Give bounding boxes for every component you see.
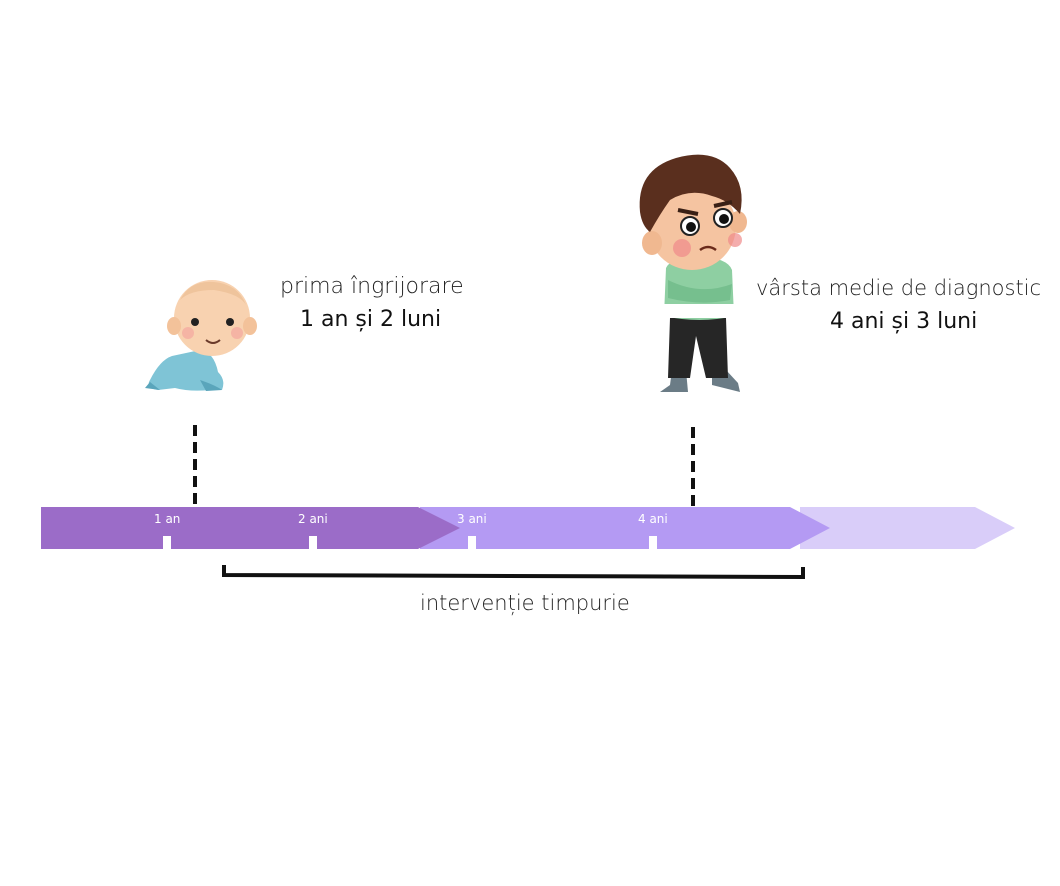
intervention-label: intervenție timpurie (420, 591, 630, 615)
first-concern-label: prima îngrijorare (280, 274, 464, 299)
tick-marker-2 (309, 536, 317, 549)
diagnosis-label: vârsta medie de diagnostic (756, 276, 1042, 300)
diagnosis-value: 4 ani și 3 luni (830, 309, 978, 334)
tick-label-3: 3 ani (457, 512, 487, 526)
timeline-segment-middle (420, 507, 830, 549)
tick-label-2: 2 ani (298, 512, 328, 526)
timeline-segment-early (41, 507, 460, 549)
intervention-bracket (222, 565, 805, 580)
timeline-segment-later (800, 507, 1015, 549)
tick-label-4: 4 ani (638, 512, 668, 526)
first-concern-value: 1 an și 2 luni (300, 307, 442, 332)
tick-marker-3 (468, 536, 476, 549)
tick-marker-1 (163, 536, 171, 549)
baby-illustration (145, 280, 257, 391)
boy-illustration (639, 154, 747, 392)
tick-marker-4 (649, 536, 657, 549)
tick-label-1: 1 an (154, 512, 181, 526)
